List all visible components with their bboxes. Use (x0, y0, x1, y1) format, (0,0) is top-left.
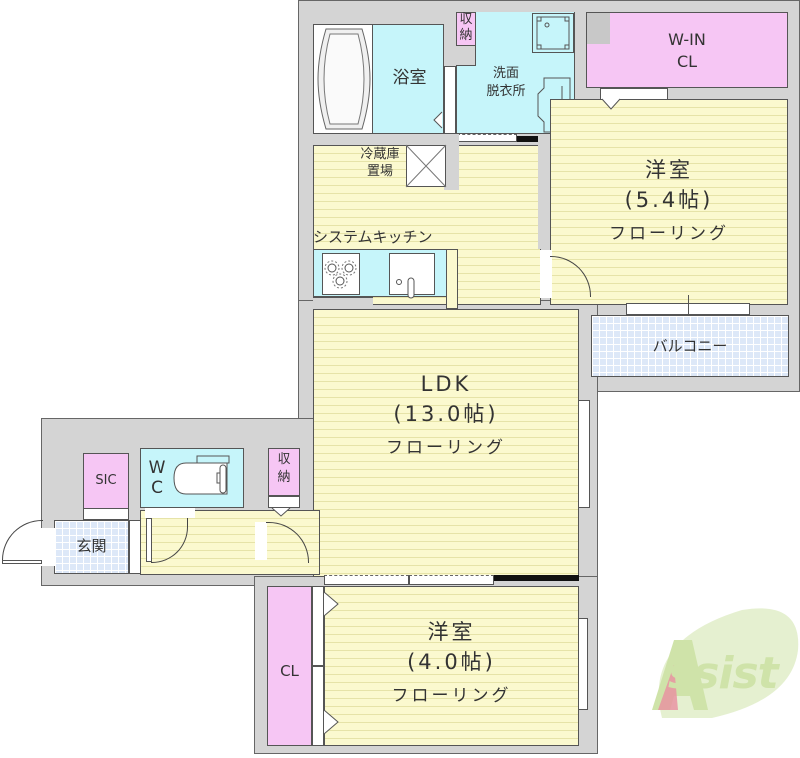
ldk-name: LDK (420, 372, 472, 396)
western-1-name: 洋室 (645, 158, 693, 182)
fridge-space-icon (405, 144, 447, 188)
kitchen-base-wall (313, 297, 373, 309)
washroom-storage-wall (456, 46, 476, 66)
washroom-right-wall (538, 134, 550, 249)
entrance-step (129, 520, 141, 574)
bath-opening (444, 66, 456, 134)
room-shoe-closet (83, 453, 129, 510)
wic-label-2: CL (676, 52, 698, 71)
storage-mid-door[interactable] (268, 496, 300, 508)
room-bath (372, 24, 444, 134)
front-door-leaf (2, 560, 42, 564)
room-walk-in-closet (586, 12, 788, 88)
closet-door-lower[interactable] (312, 666, 324, 746)
storage-top-label-1b: 収 (459, 12, 473, 27)
ldk-sliding-door-black (494, 575, 579, 581)
front-door-opening[interactable] (41, 528, 55, 566)
shoe-closet-label: SIC (95, 473, 117, 488)
ldk-window-right (578, 400, 590, 508)
wic-corner-fill (587, 13, 610, 44)
room-storage-mid (268, 448, 300, 496)
balcony-label: バルコニー (652, 337, 728, 355)
room-storage-top-cover (456, 12, 476, 46)
western-2-name: 洋室 (427, 620, 476, 644)
toilet-icon (173, 455, 230, 495)
ldk-entry-door[interactable] (255, 522, 267, 560)
kitchen-divider-wall (444, 134, 459, 190)
wic-door-swing-icon (601, 98, 621, 110)
closet-label: CL (280, 662, 299, 680)
fridge-label-1: 冷蔵庫 (360, 147, 400, 162)
shoe-closet-door[interactable] (83, 508, 129, 520)
western-1-door[interactable] (540, 250, 552, 298)
ldk-sliding-door-2[interactable] (409, 575, 494, 585)
room-western-1 (550, 99, 788, 305)
western-2-size: (4.0帖) (407, 650, 496, 674)
wc-door[interactable] (145, 508, 195, 518)
washing-machine-detail-icon (536, 16, 570, 50)
ldk-size: (13.0帖) (393, 402, 499, 426)
wic-label-1: W-IN (668, 30, 706, 49)
fridge-label-2: 置場 (366, 164, 393, 179)
room-entrance (54, 520, 129, 574)
room-closet (267, 586, 312, 746)
watermark-text: ssist (668, 648, 779, 699)
closet-door-swing-lower-icon (323, 709, 339, 735)
bathtub-icon (317, 28, 371, 130)
entrance-label: 玄関 (76, 537, 107, 555)
room-balcony (591, 315, 789, 377)
wc-label-1: W (148, 458, 166, 478)
western-2-window (578, 618, 588, 710)
storage-mid-door-swing-icon (271, 507, 291, 517)
room-ldk (313, 309, 579, 577)
washroom-label-1: 洗面 (492, 66, 519, 81)
western-1-floor: フローリング (609, 224, 729, 244)
room-western-2 (324, 586, 579, 746)
ldk-sliding-door-1[interactable] (324, 575, 409, 585)
closet-door-swing-upper-icon (323, 591, 339, 617)
storage-mid-label-1: 収 (277, 452, 291, 467)
kitchen-label: システムキッチン (313, 228, 433, 246)
washroom-door[interactable] (457, 134, 517, 142)
faucet-icon (396, 277, 415, 299)
closet-door-upper[interactable] (312, 586, 324, 666)
western-1-size: (5.4帖) (624, 188, 714, 212)
assist-logo-icon (652, 608, 799, 718)
burner-icon (324, 260, 357, 289)
front-door-swing (2, 520, 43, 561)
storage-top-label-2b: 納 (459, 28, 473, 43)
ldk-floor: フローリング (386, 438, 506, 458)
wc-label-2: C (151, 478, 163, 498)
western-2-floor: フローリング (391, 686, 512, 706)
bath-door-icon (433, 111, 443, 129)
washroom-label-2: 脱衣所 (486, 84, 526, 99)
bath-label: 浴室 (392, 68, 427, 88)
washing-machine-icon (532, 13, 574, 53)
western-1-window-mullion (688, 295, 689, 321)
storage-mid-label-2: 納 (277, 470, 291, 485)
kitchen-counter-end (446, 249, 458, 309)
